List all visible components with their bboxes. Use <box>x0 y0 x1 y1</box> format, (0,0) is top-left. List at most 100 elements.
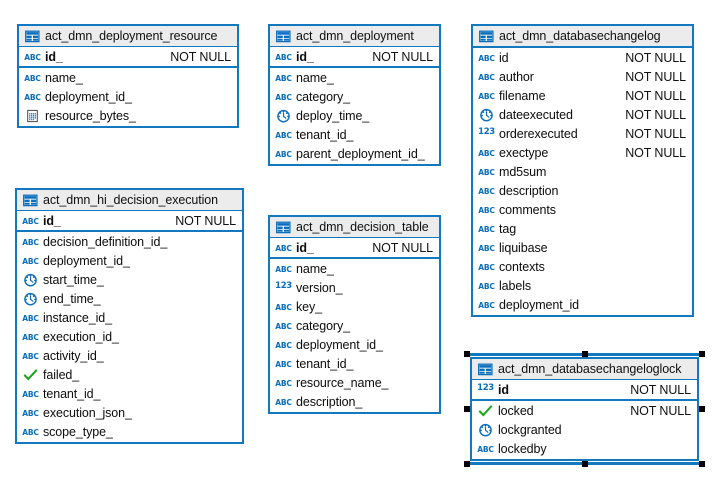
column-name: decision_definition_id_ <box>43 234 168 249</box>
not-null-label: NOT NULL <box>625 88 686 103</box>
column-row[interactable]: ABC exectype NOT NULL <box>473 143 692 162</box>
entity-header[interactable]: act_dmn_deployment_resource <box>19 26 237 47</box>
abc-icon: ABC <box>478 148 495 158</box>
handle-middle-right[interactable] <box>699 406 705 412</box>
column-name: deployment_id_ <box>43 253 130 268</box>
column-row[interactable]: end_time_ <box>17 289 242 308</box>
abc-icon: ABC <box>477 444 494 454</box>
column-name: category_ <box>296 89 350 104</box>
column-name: id <box>498 382 509 397</box>
abc-icon: ABC <box>22 237 39 247</box>
column-name: execution_json_ <box>43 405 132 420</box>
handle-bottom-center[interactable] <box>581 461 588 467</box>
abc-icon: ABC <box>22 256 39 266</box>
column-row[interactable]: deploy_time_ <box>270 106 439 125</box>
not-null-label: NOT NULL <box>625 69 686 84</box>
abc-icon: ABC <box>22 427 39 437</box>
column-row[interactable]: failed_ <box>17 365 242 384</box>
entity-header[interactable]: act_dmn_databasechangelog <box>473 26 692 47</box>
column-name: exectype <box>499 145 549 160</box>
column-row[interactable]: 123 version_ <box>270 278 439 297</box>
handle-top-right[interactable] <box>699 351 705 357</box>
entity-header[interactable]: act_dmn_decision_table <box>270 217 439 238</box>
abc-icon: ABC <box>478 53 495 63</box>
entity-header[interactable]: act_dmn_databasechangeloglock <box>472 359 697 380</box>
abc-icon: ABC <box>478 91 495 101</box>
handle-bottom-right[interactable] <box>699 461 705 467</box>
table-icon <box>276 29 291 43</box>
handle-bottom-left[interactable] <box>464 461 470 467</box>
entity-title: act_dmn_databasechangeloglock <box>498 362 682 376</box>
number-icon: 123 <box>275 281 292 292</box>
abc-icon: ABC <box>478 186 495 196</box>
clock-icon <box>276 109 291 123</box>
column-row[interactable]: ABC decision_definition_id_ <box>17 232 242 251</box>
abc-icon: ABC <box>275 321 292 331</box>
not-null-label: NOT NULL <box>625 145 686 160</box>
column-name: end_time_ <box>43 291 101 306</box>
column-row[interactable]: start_time_ <box>17 270 242 289</box>
column-row[interactable]: ABC deployment_id_ <box>17 251 242 270</box>
abc-icon: ABC <box>275 52 292 62</box>
column-name: name_ <box>296 70 334 85</box>
abc-icon: ABC <box>22 351 39 361</box>
abc-icon: ABC <box>478 205 495 215</box>
table-icon <box>23 193 38 207</box>
entity-header[interactable]: act_dmn_deployment <box>270 26 439 47</box>
abc-icon: ABC <box>275 340 292 350</box>
column-row[interactable]: resource_bytes_ <box>19 106 237 125</box>
entity-title: act_dmn_decision_table <box>296 220 429 234</box>
column-row[interactable]: lockgranted <box>472 420 697 439</box>
boolean-icon <box>23 368 38 382</box>
column-name: version_ <box>296 280 343 295</box>
entity-header[interactable]: act_dmn_hi_decision_execution <box>17 190 242 211</box>
